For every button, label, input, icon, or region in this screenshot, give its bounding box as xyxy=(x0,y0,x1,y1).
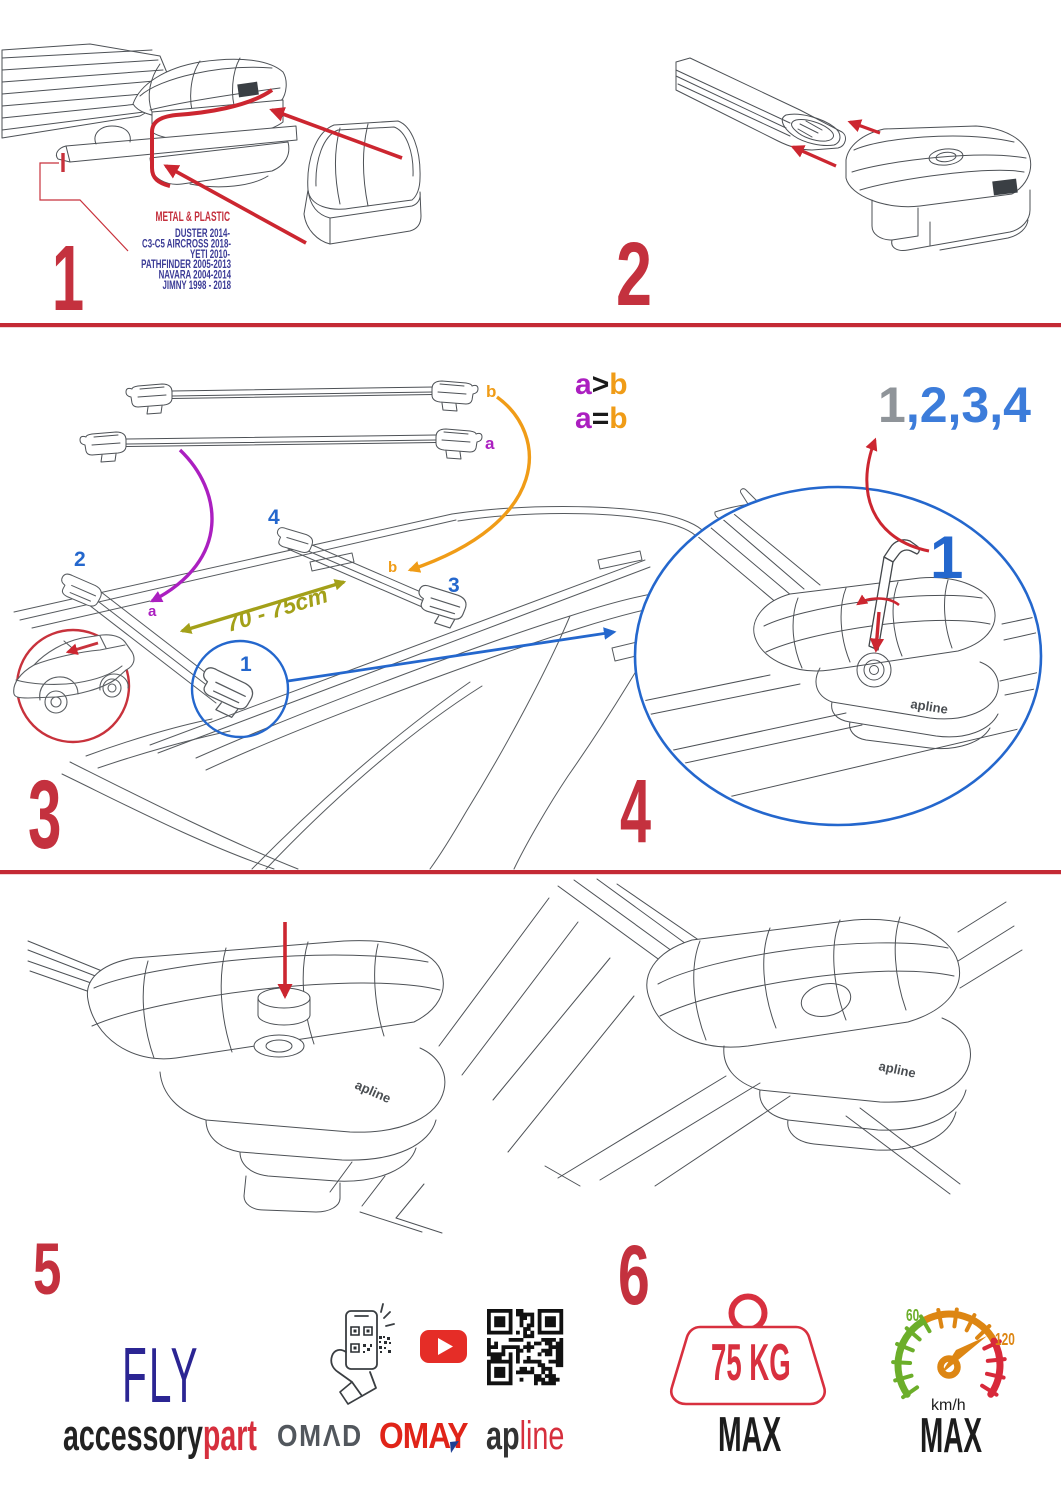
svg-text:1: 1 xyxy=(930,524,963,591)
svg-text:apline: apline xyxy=(877,1058,917,1080)
svg-text:apline: apline xyxy=(353,1077,393,1106)
svg-text:2: 2 xyxy=(616,224,652,325)
svg-text:a: a xyxy=(148,603,157,620)
svg-text:apline: apline xyxy=(910,696,949,717)
svg-text:1: 1 xyxy=(240,653,252,676)
svg-text:1: 1 xyxy=(52,227,84,330)
svg-text:4: 4 xyxy=(620,760,651,861)
svg-text:PATHFINDER 2005-2013: PATHFINDER 2005-2013 xyxy=(141,259,231,272)
svg-text:6: 6 xyxy=(618,1229,650,1323)
svg-text:1,2,3,4: 1,2,3,4 xyxy=(878,377,1031,433)
svg-text:FLY: FLY xyxy=(122,1333,200,1420)
svg-text:a>b: a>b xyxy=(575,368,628,401)
svg-text:MAX: MAX xyxy=(718,1408,781,1462)
svg-text:DUSTER 2014-: DUSTER 2014- xyxy=(175,228,230,241)
svg-text:JIMNY 1998 - 2018: JIMNY 1998 - 2018 xyxy=(163,280,232,293)
svg-text:3: 3 xyxy=(28,761,61,869)
svg-text:MAX: MAX xyxy=(920,1409,982,1463)
svg-text:75 KG: 75 KG xyxy=(711,1333,791,1392)
svg-text:NAVARA 2004-2014: NAVARA 2004-2014 xyxy=(159,269,232,282)
svg-text:b: b xyxy=(388,559,397,576)
svg-text:70 - 75cm: 70 - 75cm xyxy=(223,581,331,637)
svg-text:3: 3 xyxy=(448,574,460,597)
svg-text:a: a xyxy=(485,434,495,453)
svg-text:120: 120 xyxy=(995,1330,1015,1350)
svg-text:b: b xyxy=(486,382,496,401)
svg-text:4: 4 xyxy=(268,506,280,529)
svg-text:OMΛD: OMΛD xyxy=(277,1419,363,1453)
svg-text:YETI 2010-: YETI 2010- xyxy=(190,248,230,261)
svg-text:km/h: km/h xyxy=(931,1397,966,1414)
svg-text:60: 60 xyxy=(906,1306,919,1326)
svg-text:OMAY: OMAY xyxy=(379,1416,469,1456)
svg-text:C3-C5 AIRCROSS 2018-: C3-C5 AIRCROSS 2018- xyxy=(142,238,231,251)
svg-text:METAL & PLASTIC: METAL & PLASTIC xyxy=(156,210,230,224)
svg-text:accessorypart: accessorypart xyxy=(63,1410,257,1460)
svg-text:a=b: a=b xyxy=(575,402,628,435)
svg-text:2: 2 xyxy=(74,548,86,571)
svg-text:5: 5 xyxy=(33,1229,61,1310)
svg-text:apline: apline xyxy=(486,1413,564,1458)
